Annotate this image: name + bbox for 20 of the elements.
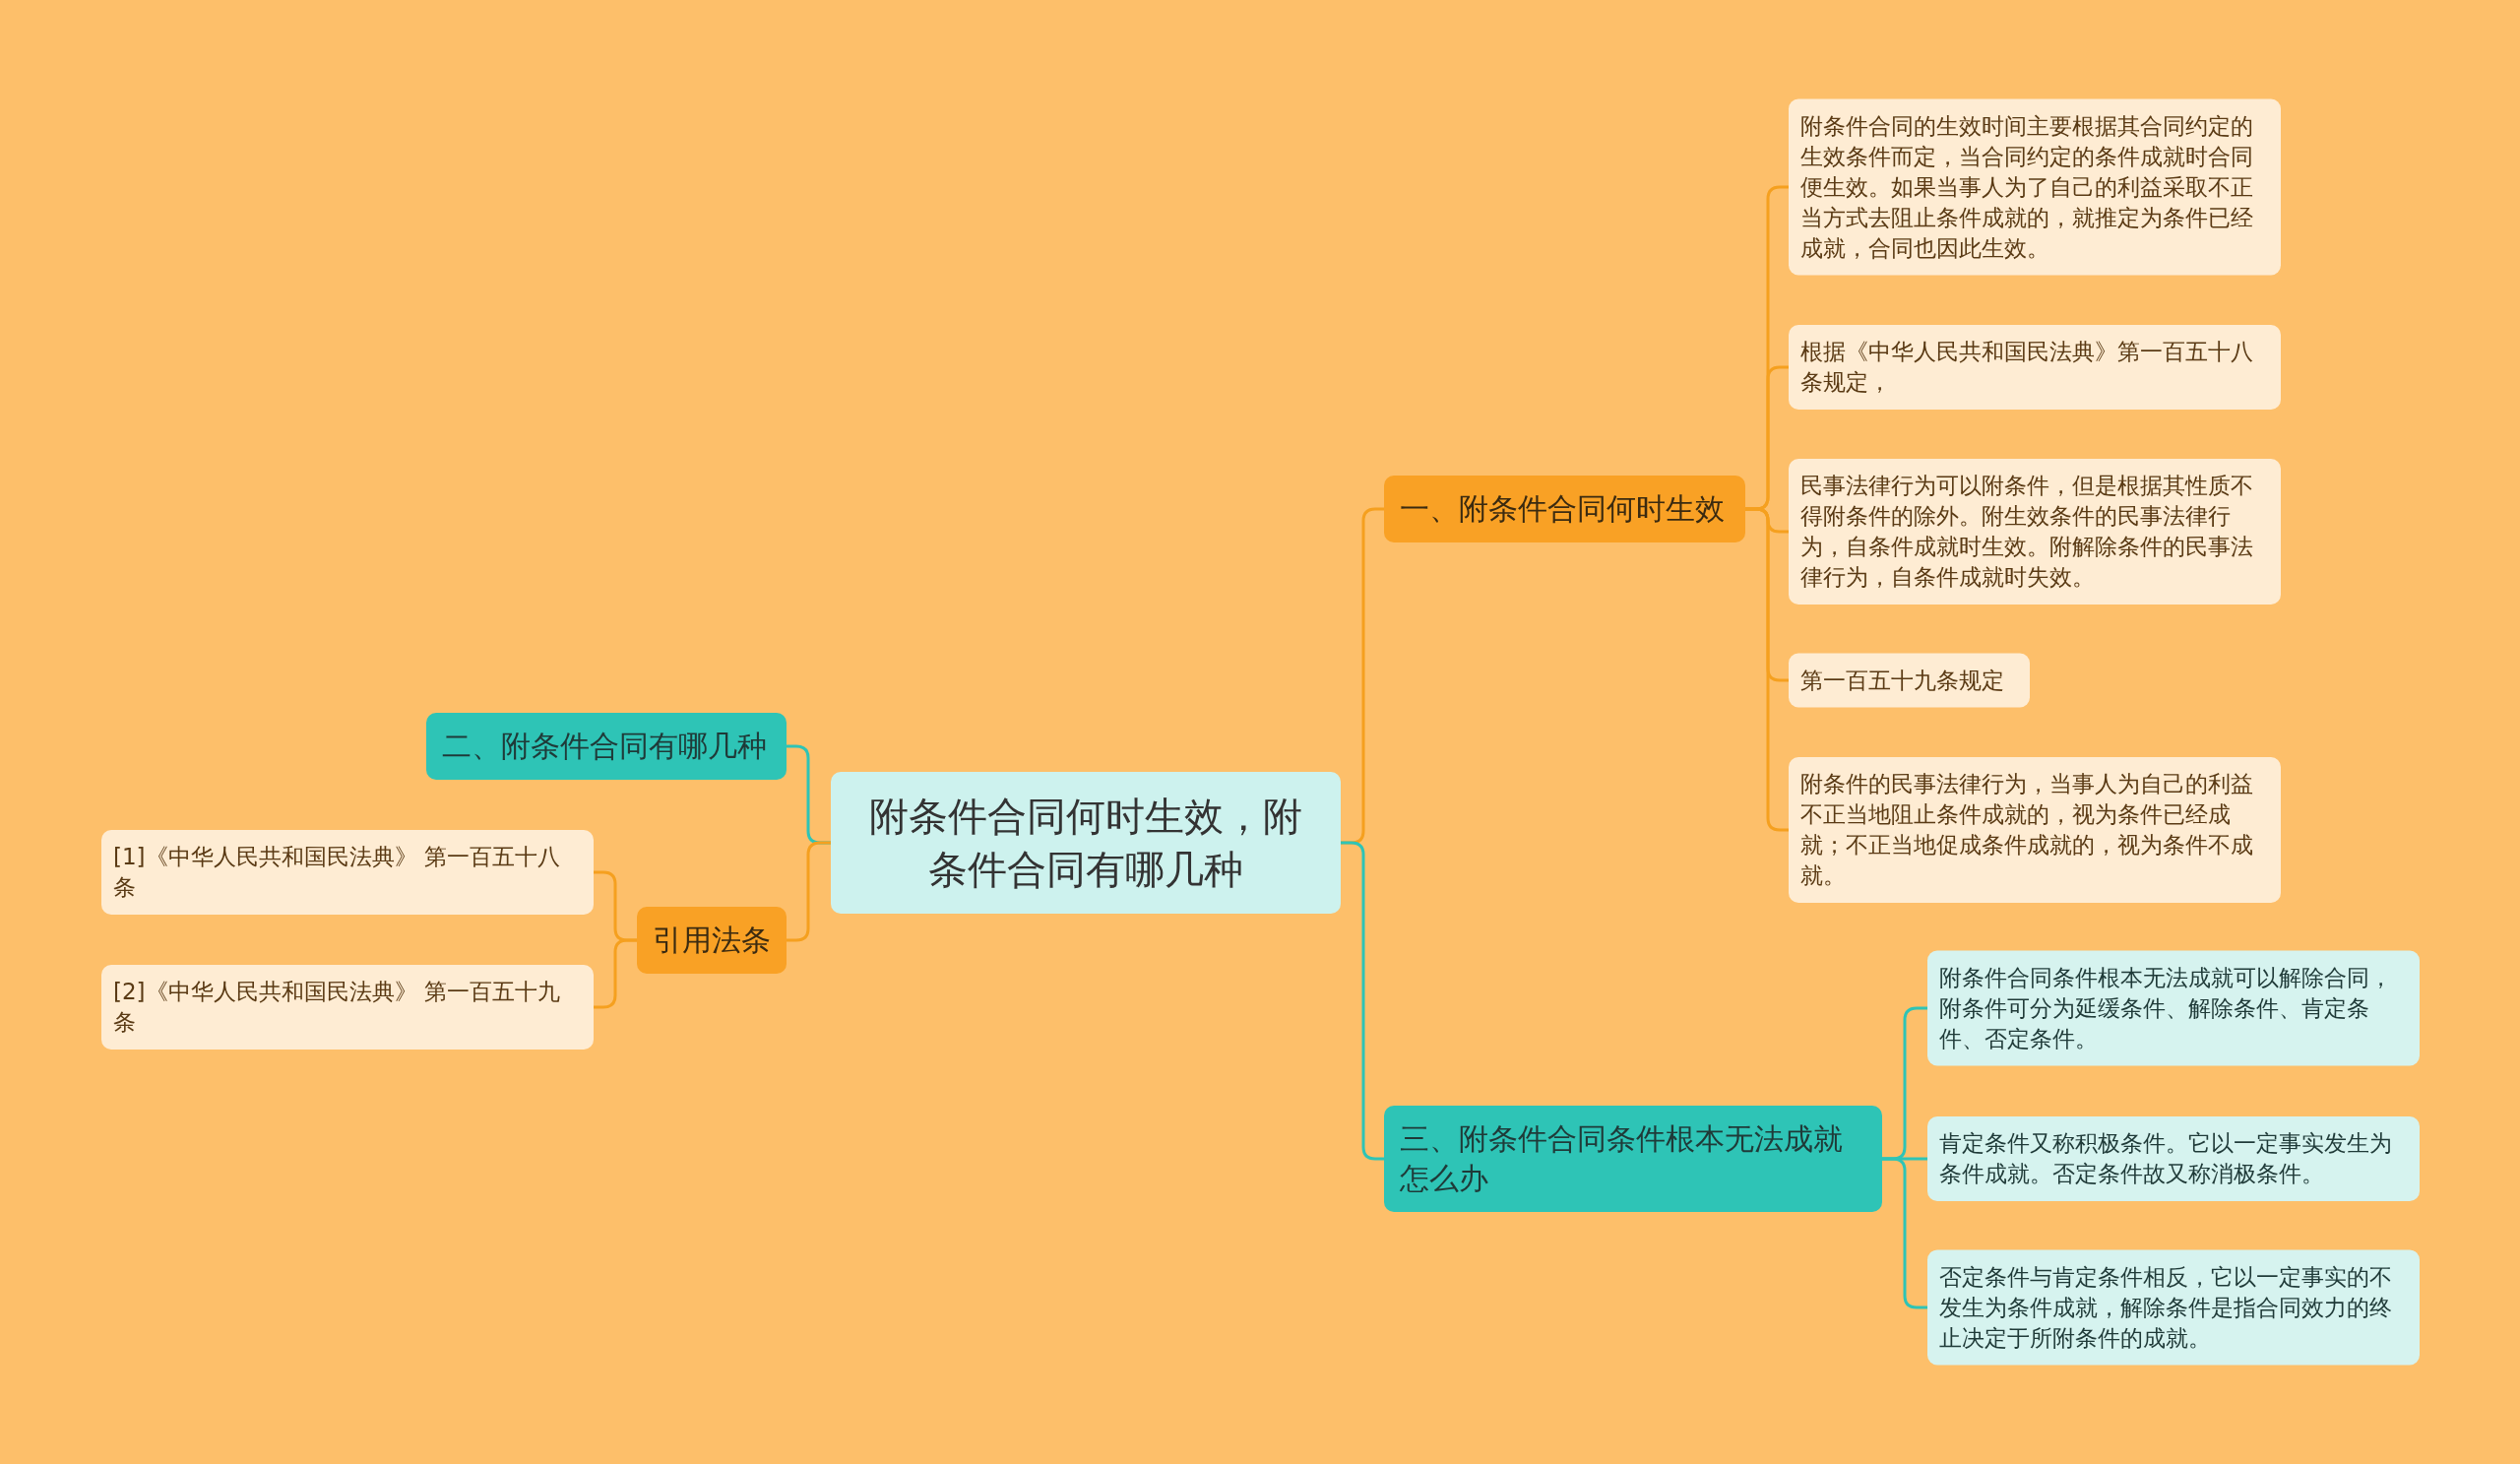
note-card: 否定条件与肯定条件相反，它以一定事实的不发生为条件成就，解除条件是指合同效力的终止决定于所附条件的成就。	[1927, 1249, 2420, 1366]
branch-box: 一、附条件合同何时生效	[1384, 476, 1745, 542]
connector-line	[787, 841, 831, 942]
note-card: 根据《中华人民共和国民法典》第一百五十八条规定，	[1789, 325, 2281, 410]
connector-line	[1341, 841, 1384, 1161]
note-card: 民事法律行为可以附条件，但是根据其性质不得附条件的除外。附生效条件的民事法律行为，自条件成就时生效。附解除条件的民事法律行为，自条件成就时失效。	[1789, 459, 2281, 605]
note-card: 第一百五十九条规定	[1789, 653, 2030, 708]
note-card: 肯定条件又称积极条件。它以一定事实发生为条件成就。否定条件故又称消极条件。	[1927, 1116, 2420, 1201]
branch-box: 三、附条件合同条件根本无法成就怎么办	[1384, 1106, 1882, 1212]
connector-line	[1882, 1157, 1927, 1309]
branch-box: 引用法条	[637, 907, 787, 974]
note-card: 附条件的民事法律行为，当事人为自己的利益不正当地阻止条件成就的，视为条件已经成就；不正当地促成条件成就的，视为条件不成就。	[1789, 757, 2281, 903]
topic-box: 附条件合同何时生效，附条件合同有哪几种	[831, 772, 1341, 914]
note-card: [1]《中华人民共和国民法典》 第一百五十八条	[101, 830, 594, 915]
connector-line	[1745, 507, 1789, 832]
note-card: 附条件合同的生效时间主要根据其合同约定的生效条件而定，当合同约定的条件成就时合同便生效。如果当事人为了自己的利益采取不正当方式去阻止条件成就的，就推定为条件已经成就，合同也因此生效。	[1789, 98, 2281, 276]
branch-box: 二、附条件合同有哪几种	[426, 713, 787, 780]
connector-line	[594, 938, 637, 1009]
note-card: [2]《中华人民共和国民法典》 第一百五十九条	[101, 965, 594, 1050]
note-card: 附条件合同条件根本无法成就可以解除合同，附条件可分为延缓条件、解除条件、肯定条件、否定条件。	[1927, 950, 2420, 1066]
